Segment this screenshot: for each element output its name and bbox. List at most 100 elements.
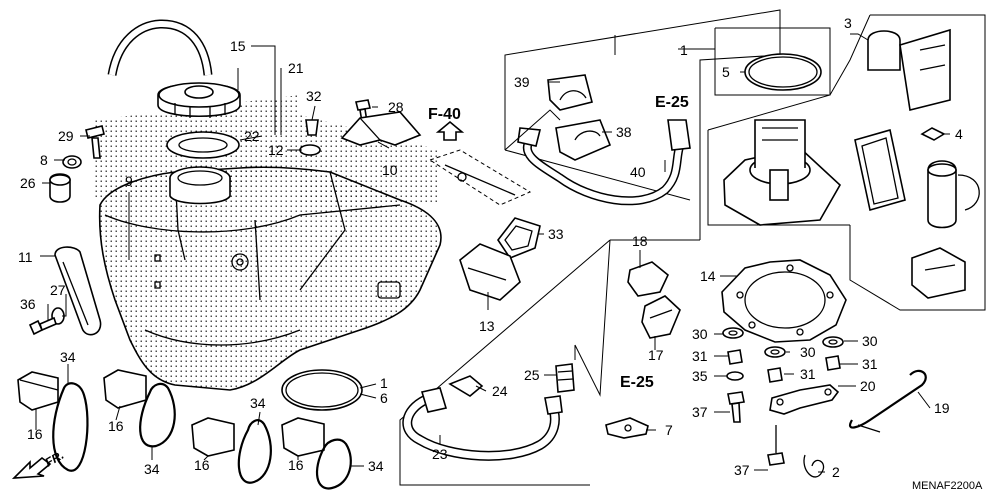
callout-34-b: 34 xyxy=(144,461,160,477)
oring-6 xyxy=(281,369,363,411)
callout-30-c: 30 xyxy=(862,333,878,349)
callout-31-b: 31 xyxy=(800,366,816,382)
callout-30-b: 30 xyxy=(800,344,816,360)
washer-30-a xyxy=(722,327,744,339)
washer-35 xyxy=(726,371,744,381)
setting-plate-14 xyxy=(721,259,847,343)
callout-1-bottom: 1 xyxy=(380,375,388,391)
rubber-cushion-33 xyxy=(497,217,541,259)
joint-25 xyxy=(555,363,575,393)
collar-26 xyxy=(49,173,71,203)
fuel-tube-40 xyxy=(517,119,691,206)
oring-5 xyxy=(744,53,822,91)
callout-9: 9 xyxy=(125,173,133,189)
callout-16-d: 16 xyxy=(288,457,304,473)
diagram-code: MENAF2200A xyxy=(912,480,983,492)
fuel-pump-motor xyxy=(927,160,980,229)
callout-6: 6 xyxy=(380,390,388,406)
fuel-tank xyxy=(95,95,442,391)
fuel-level-sender xyxy=(911,247,966,299)
callout-11: 11 xyxy=(18,249,33,265)
callout-34-d: 34 xyxy=(368,458,384,474)
callout-32: 32 xyxy=(306,88,322,104)
clip-7 xyxy=(605,417,649,439)
rubber-cap-16-b xyxy=(103,369,147,409)
callout-24: 24 xyxy=(492,383,508,399)
fuel-pump-assembly xyxy=(723,119,842,226)
bolt-37-a xyxy=(727,391,745,423)
rubber-cap-16-a xyxy=(17,371,59,411)
callout-29: 29 xyxy=(58,128,74,144)
filler-cap-gasket xyxy=(166,131,240,159)
bolt-37-b xyxy=(767,425,785,466)
collar-12 xyxy=(299,144,321,156)
callout-17: 17 xyxy=(648,347,664,363)
fuel-tube-bracket xyxy=(428,149,532,206)
stay-20 xyxy=(769,384,840,415)
grommet-32 xyxy=(305,119,319,136)
ref-e25-top: E-25 xyxy=(655,94,689,111)
callout-12: 12 xyxy=(268,142,284,158)
rubber-band-34-b xyxy=(139,382,176,448)
clip-2 xyxy=(803,454,825,478)
clip-17 xyxy=(641,295,681,339)
callout-21: 21 xyxy=(288,60,304,76)
bracket-10 xyxy=(340,111,422,146)
clip-38 xyxy=(555,119,612,161)
fuel-pump-filter-3 xyxy=(867,28,951,111)
callout-16-b: 16 xyxy=(108,418,124,434)
washer-30-c xyxy=(822,336,844,348)
callout-37-a: 37 xyxy=(692,404,708,420)
rubber-band-34-d xyxy=(315,438,352,490)
nut-31-c xyxy=(825,355,841,371)
rubber-band-34-c xyxy=(237,419,272,484)
callout-30-a: 30 xyxy=(692,326,708,342)
nut-31-b xyxy=(767,367,783,383)
callout-10: 10 xyxy=(382,162,398,178)
rubber-band-34-a xyxy=(52,382,89,472)
callout-18: 18 xyxy=(632,233,648,249)
nut-31-a xyxy=(727,349,743,365)
callout-34-a: 34 xyxy=(60,349,76,365)
bolt-36 xyxy=(28,316,57,336)
callout-5: 5 xyxy=(722,64,730,80)
callout-2: 2 xyxy=(832,464,840,480)
callout-16-c: 16 xyxy=(194,457,210,473)
callout-13: 13 xyxy=(479,318,495,334)
callout-31-a: 31 xyxy=(692,348,708,364)
callout-26: 26 xyxy=(20,175,36,191)
fuel-filler-cap xyxy=(157,82,241,118)
callout-40: 40 xyxy=(630,164,646,180)
rubber-cap-16-c xyxy=(191,417,235,457)
callout-23: 23 xyxy=(432,446,448,462)
callout-28: 28 xyxy=(388,99,404,115)
callout-15: 15 xyxy=(230,38,246,54)
callout-33: 33 xyxy=(548,226,564,242)
bolt-29 xyxy=(85,125,105,159)
callout-1-top: 1 xyxy=(680,42,688,58)
callout-27: 27 xyxy=(50,282,66,298)
fuel-hose-23 xyxy=(402,387,563,461)
callout-25: 25 xyxy=(524,367,540,383)
callout-8: 8 xyxy=(40,152,48,168)
filter-cover xyxy=(854,128,906,212)
callout-7: 7 xyxy=(665,422,673,438)
callout-20: 20 xyxy=(860,378,876,394)
washer-8 xyxy=(62,155,82,169)
callout-35: 35 xyxy=(692,368,708,384)
holder-18 xyxy=(627,261,669,297)
callout-4: 4 xyxy=(955,126,963,142)
callout-37-b: 37 xyxy=(734,462,750,478)
callout-34-c: 34 xyxy=(250,395,266,411)
callout-14: 14 xyxy=(700,268,716,284)
callout-22: 22 xyxy=(244,128,260,144)
leader-lines xyxy=(35,33,950,473)
clamp-plate-13 xyxy=(459,243,521,301)
rubber-cap-16-d xyxy=(281,417,325,457)
strap-19 xyxy=(849,369,927,433)
arrow-f40 xyxy=(435,120,465,141)
front-arrow xyxy=(11,456,52,479)
clip-39 xyxy=(547,74,593,111)
clamp-24 xyxy=(448,375,484,397)
